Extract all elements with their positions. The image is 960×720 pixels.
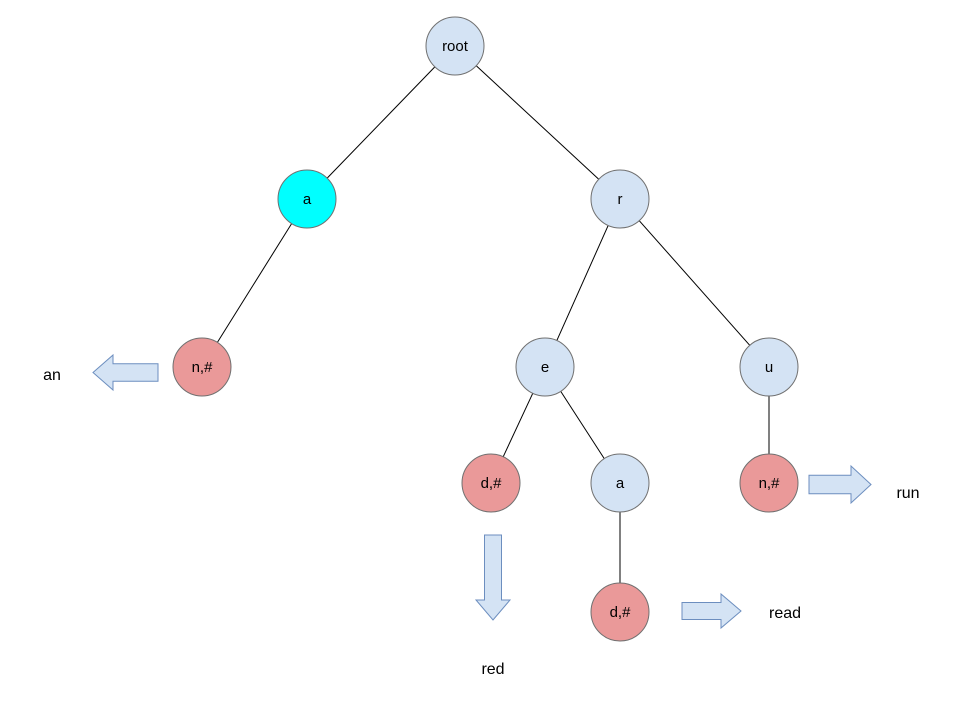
edge-e-a2 — [560, 391, 605, 459]
word-label-read: read — [769, 605, 801, 622]
node-label: e — [541, 359, 549, 376]
node-a1: a — [277, 169, 337, 229]
arrow-to-read — [681, 592, 742, 630]
edge-root-r — [475, 65, 600, 180]
node-label: n,# — [759, 475, 781, 492]
node-e: e — [515, 337, 575, 397]
node-n2: n,# — [739, 453, 799, 513]
node-label: a — [303, 191, 312, 208]
node-n1: n,# — [172, 337, 232, 397]
node-d2: d,# — [590, 582, 650, 642]
node-a2: a — [590, 453, 650, 513]
word-label-an: an — [43, 367, 61, 384]
edge-r-u — [638, 220, 751, 346]
word-label-run: run — [896, 485, 919, 502]
edges — [216, 65, 770, 583]
edge-r-e — [556, 225, 609, 341]
node-d1: d,# — [461, 453, 521, 513]
word-label-red: red — [481, 661, 504, 678]
node-circle — [277, 169, 337, 229]
node-label: n,# — [192, 359, 214, 376]
node-circle — [739, 337, 799, 397]
node-circle — [590, 453, 650, 513]
node-r: r — [590, 169, 650, 229]
word-labels: an red run read — [43, 367, 919, 678]
node-circle — [515, 337, 575, 397]
node-label: a — [616, 475, 625, 492]
edge-root-a1 — [326, 66, 436, 179]
arrow-to-an — [92, 353, 159, 392]
arrow-to-run — [808, 464, 872, 505]
node-label: u — [765, 359, 773, 376]
word-arrows — [92, 353, 872, 630]
edge-a1-n1 — [216, 223, 293, 343]
node-circle — [461, 453, 521, 513]
node-circle — [425, 16, 485, 76]
node-label: root — [442, 38, 469, 55]
node-circle — [739, 453, 799, 513]
nodes: root a r n,# e u d,# a n,# d,# — [172, 16, 799, 642]
node-circle — [172, 337, 232, 397]
node-circle — [590, 582, 650, 642]
node-label: d,# — [610, 604, 632, 621]
node-label: d,# — [481, 475, 503, 492]
edge-e-d1 — [502, 393, 534, 457]
node-circle — [590, 169, 650, 229]
node-u: u — [739, 337, 799, 397]
arrow-to-red — [474, 534, 512, 621]
node-root: root — [425, 16, 485, 76]
node-label: r — [618, 191, 623, 208]
